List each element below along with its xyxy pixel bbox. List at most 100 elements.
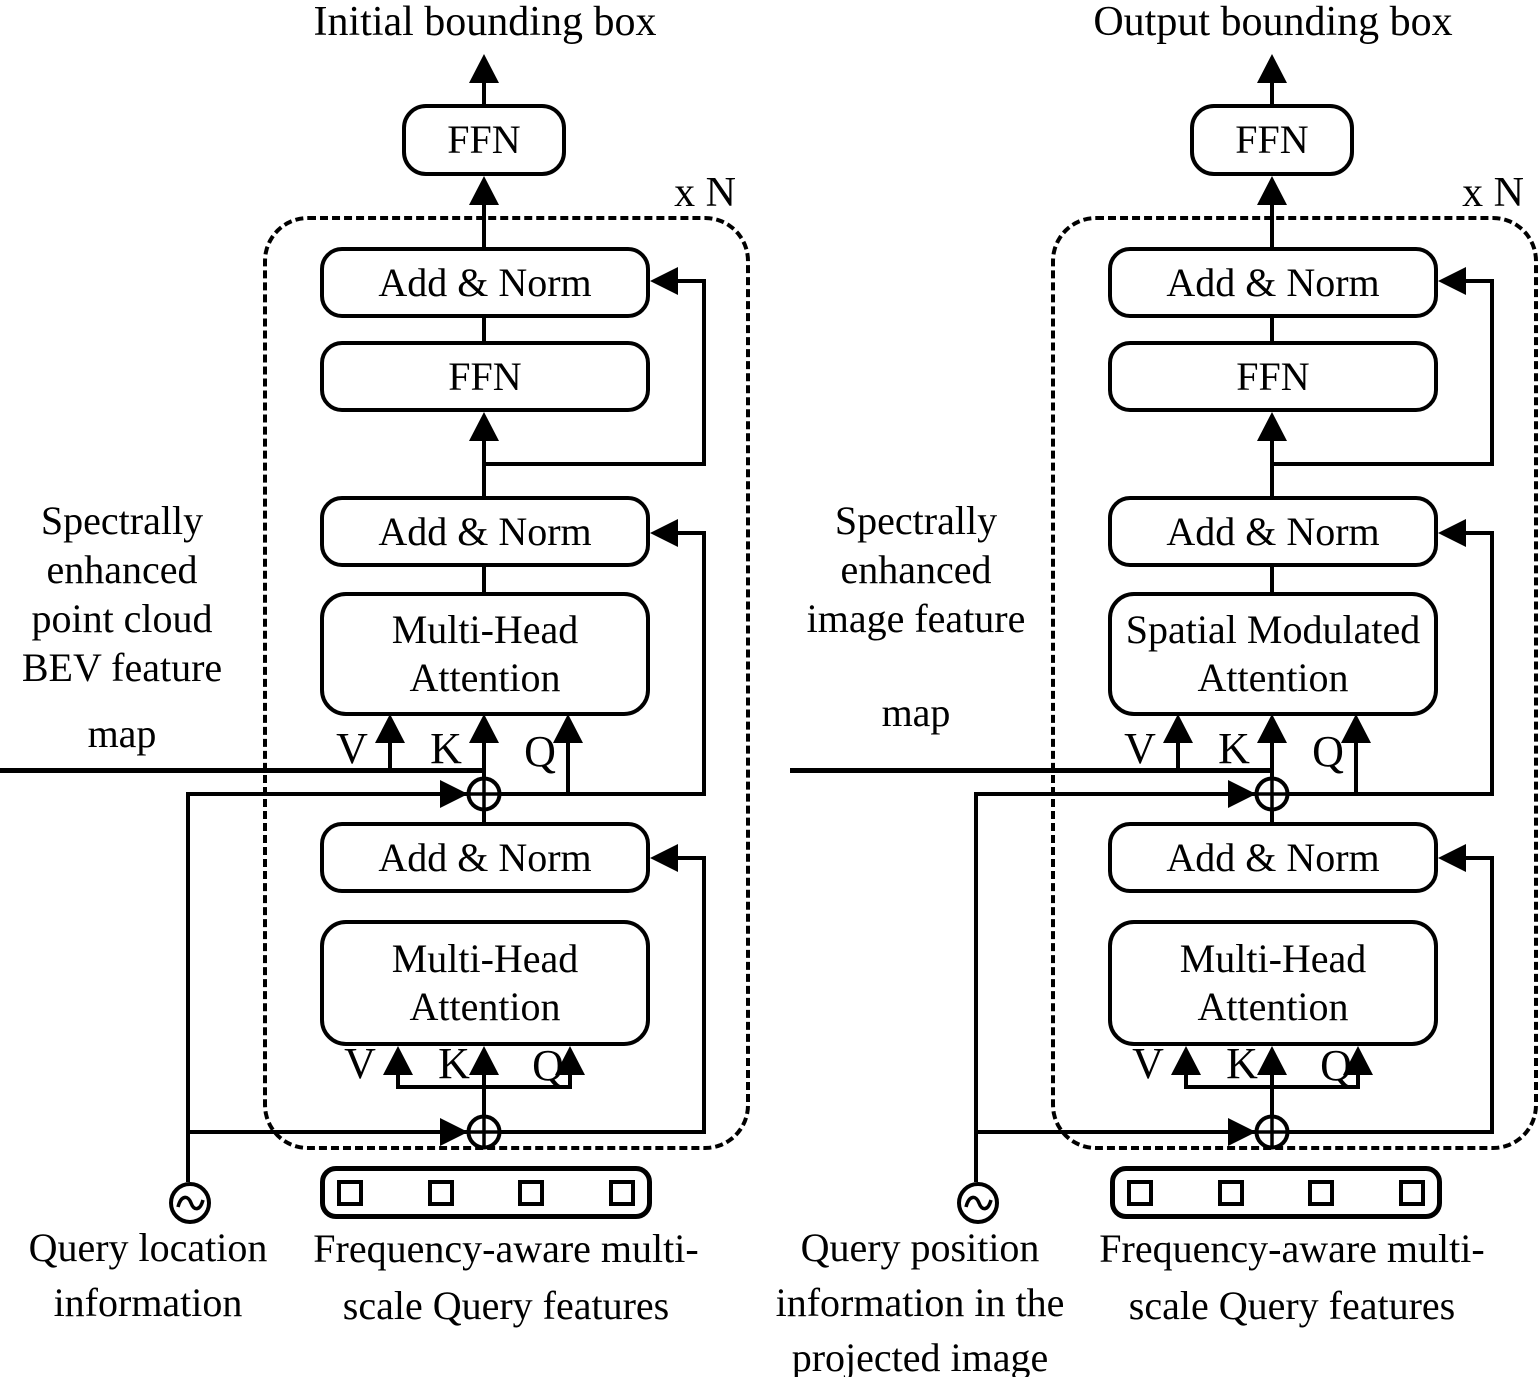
left-residual3-vertical <box>702 858 706 1132</box>
left-output-arrowhead-icon <box>469 54 499 83</box>
left-output-arrow-stem <box>482 80 486 106</box>
right-v1-arrowhead-icon <box>1163 714 1193 743</box>
query-token-square <box>1217 1179 1244 1206</box>
right-output-ffn-label: FFN <box>1235 117 1309 162</box>
left-ffn-inner-box: FFN <box>320 341 650 412</box>
right-addnorm2-arrowhead-icon <box>1438 519 1466 547</box>
left-output-ffn-box: FFN <box>402 104 566 176</box>
right-cross-attention-line1: Spatial Modulated <box>1125 607 1421 652</box>
right-position-source-label: Query position information in the projec… <box>775 1225 1065 1377</box>
right-ffn-inner-box: FFN <box>1108 341 1438 412</box>
query-token-square <box>1398 1179 1425 1206</box>
left-k1-label: K <box>430 724 462 773</box>
left-add2-in-arrowhead-icon <box>440 1118 468 1146</box>
left-repeat-label: x N <box>674 170 736 216</box>
left-residual2-vertical <box>702 531 706 794</box>
right-add-norm-1-label: Add & Norm <box>1166 259 1380 305</box>
right-query-features-box <box>1110 1166 1442 1219</box>
left-query-features-box <box>320 1166 652 1219</box>
right-add-norm-2-box: Add & Norm <box>1108 496 1438 567</box>
right-add2-in-arrowhead-icon <box>1228 1118 1256 1146</box>
left-addnorm2-arrowhead-icon <box>650 519 678 547</box>
right-q2-arrowhead-icon <box>1343 1046 1373 1075</box>
right-v2-stem <box>1184 1074 1188 1089</box>
right-ffn-input-stem <box>1270 436 1274 496</box>
right-v2-label: V <box>1132 1039 1164 1088</box>
left-add-norm-2-box: Add & Norm <box>320 496 650 567</box>
left-self-attention-line2: Attention <box>409 984 561 1029</box>
left-v2-arrowhead-icon <box>383 1046 413 1075</box>
query-token-square <box>427 1179 454 1206</box>
left-k2-stem <box>482 1074 486 1116</box>
query-token-square <box>1127 1179 1153 1206</box>
left-add-norm-1-label: Add & Norm <box>378 259 592 305</box>
left-q2-arrowhead-icon <box>555 1046 585 1075</box>
left-cross-attention-line1: Multi-Head <box>391 607 579 652</box>
right-position-feed-vertical <box>974 792 978 1182</box>
right-residual3-vertical <box>1490 858 1494 1132</box>
right-conn-add1-addnorm3 <box>1270 808 1274 822</box>
right-addnorm3-arrowhead-icon <box>1438 844 1466 872</box>
left-add-norm-3-label: Add & Norm <box>378 834 592 880</box>
right-addnorm1-arrowhead-icon <box>1438 267 1466 295</box>
left-conn-addnorm1-ffn <box>482 318 486 341</box>
left-add-norm-2-label: Add & Norm <box>378 508 592 554</box>
left-addnorm1-arrowhead-icon <box>650 267 678 295</box>
left-self-attention-box: Multi-Head Attention <box>320 920 650 1046</box>
right-decoder-dashed-box <box>1051 216 1538 1150</box>
query-token-square <box>608 1179 635 1206</box>
left-position-feed-vertical <box>186 792 190 1182</box>
left-v1-label: V <box>336 724 368 773</box>
right-query-features-label: Frequency-aware multi- scale Query featu… <box>1099 1226 1485 1328</box>
right-v1-stem <box>1176 742 1180 770</box>
left-v2-stem <box>396 1074 400 1089</box>
left-q2-stem <box>568 1074 572 1089</box>
right-residual2-vertical <box>1490 531 1494 794</box>
right-output-arrow-stem <box>1270 80 1274 106</box>
left-decoder-dashed-box <box>263 216 750 1150</box>
right-k2-stem <box>1270 1074 1274 1116</box>
right-cross-attention-box: Spatial Modulated Attention <box>1108 592 1438 716</box>
right-k2-label: K <box>1226 1039 1258 1088</box>
left-residual2-into-addnorm2 <box>676 531 706 535</box>
left-conn-addnorm2-attn <box>482 567 486 592</box>
left-add-norm-1-box: Add & Norm <box>320 247 650 318</box>
left-v1-arrowhead-icon <box>375 714 405 743</box>
right-ffn-residual-vertical <box>1490 281 1494 466</box>
left-position-source-label: Query location information <box>28 1225 268 1325</box>
right-k2-arrowhead-icon <box>1257 1046 1287 1075</box>
left-q1-stem <box>566 742 570 796</box>
left-v1-stem <box>388 742 392 770</box>
left-v2-label: V <box>344 1039 376 1088</box>
left-output-ffn-label: FFN <box>447 117 521 162</box>
right-add-norm-3-box: Add & Norm <box>1108 822 1438 893</box>
right-add1-in-arrowhead-icon <box>1228 780 1256 808</box>
left-self-attention-line1: Multi-Head <box>391 936 579 981</box>
left-ffn-residual-branch <box>484 462 706 466</box>
left-ffn-inner-label: FFN <box>448 353 522 399</box>
right-self-attention-box: Multi-Head Attention <box>1108 920 1438 1046</box>
right-q1-label: Q <box>1312 727 1344 776</box>
right-self-attention-line2: Attention <box>1197 984 1349 1029</box>
left-query-features-label: Frequency-aware multi- scale Query featu… <box>313 1226 699 1328</box>
left-feature-map-label-tail: map <box>87 711 157 756</box>
left-stack-output-stem <box>482 200 486 248</box>
left-sine-wave-icon <box>169 1182 211 1224</box>
right-v1-label: V <box>1124 724 1156 773</box>
right-v2-arrowhead-icon <box>1171 1046 1201 1075</box>
left-k2-arrowhead-icon <box>469 1046 499 1075</box>
right-feature-map-label-tail: map <box>881 690 951 735</box>
right-output-ffn-box: FFN <box>1190 104 1354 176</box>
left-ffn-input-stem <box>482 436 486 496</box>
left-addnorm3-arrowhead-icon <box>650 844 678 872</box>
left-k2-label: K <box>438 1039 470 1088</box>
right-add-norm-1-box: Add & Norm <box>1108 247 1438 318</box>
right-sine-wave-icon <box>957 1182 999 1224</box>
left-q2-label: Q <box>532 1041 564 1090</box>
right-vkq2-bracket <box>1184 1085 1360 1089</box>
right-q2-label: Q <box>1320 1041 1352 1090</box>
right-add-norm-2-label: Add & Norm <box>1166 508 1380 554</box>
left-vkq2-bracket <box>396 1085 572 1089</box>
left-conn-add1-addnorm3 <box>482 808 486 822</box>
left-add1-in-arrowhead-icon <box>440 780 468 808</box>
